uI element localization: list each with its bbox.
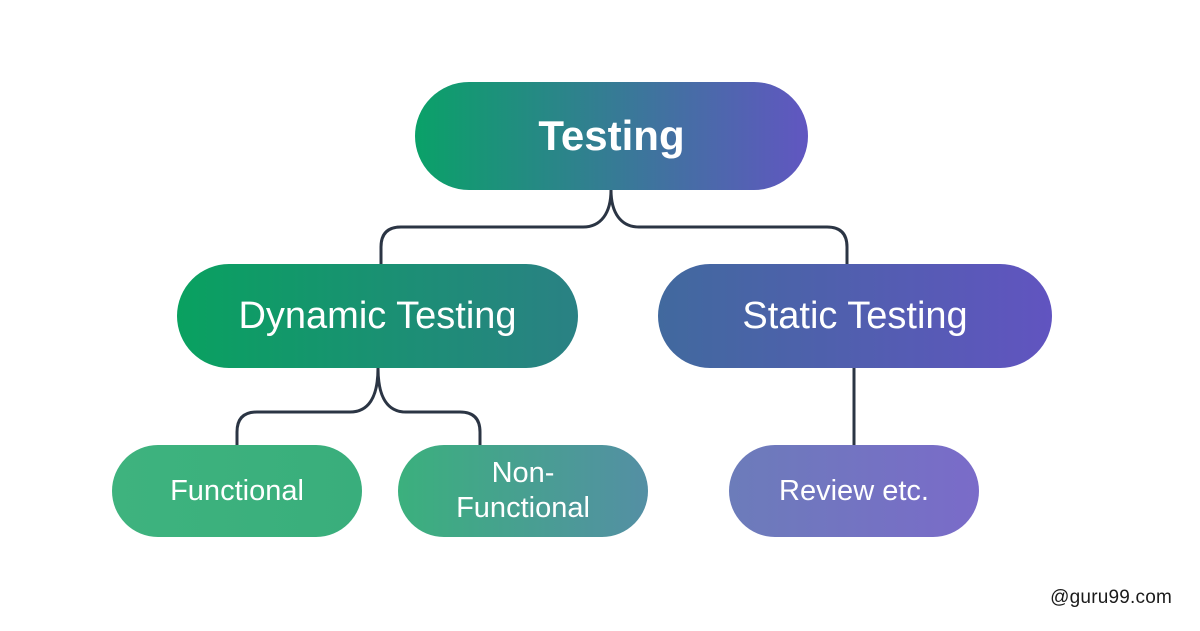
node-dynamic-testing-label: Dynamic Testing [238,294,517,337]
connector-dynamic-functional [235,366,380,447]
node-non-functional-label: Non- Functional [456,457,590,524]
node-functional: Functional [112,445,362,537]
node-testing: Testing [415,82,808,190]
node-testing-label: Testing [538,112,685,159]
node-functional-label: Functional [170,474,304,507]
node-non-functional: Non- Functional [398,445,648,537]
node-review-etc: Review etc. [729,445,979,537]
connector-dynamic-nonfunctional [376,366,482,447]
node-review-etc-label: Review etc. [779,474,929,507]
connector-testing-static [609,188,849,266]
node-static-testing: Static Testing [658,264,1052,368]
connector-testing-dynamic [379,188,613,266]
node-static-testing-label: Static Testing [742,294,968,337]
watermark-text: @guru99.com [1050,587,1172,608]
node-dynamic-testing: Dynamic Testing [177,264,578,368]
